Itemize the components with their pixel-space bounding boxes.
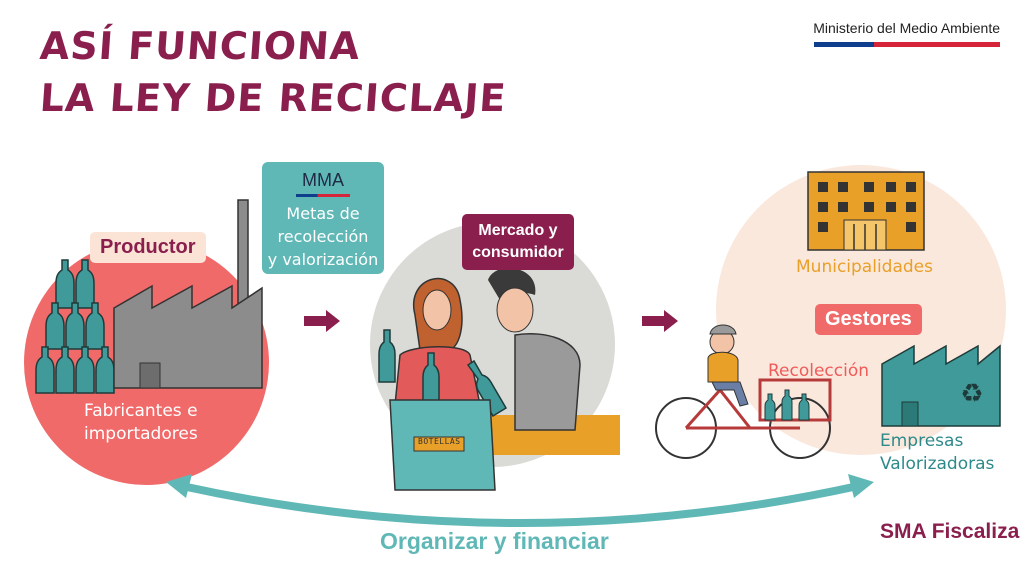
mma-line-2: recolección: [277, 227, 369, 246]
producer-caption: Fabricantes e importadores: [84, 400, 198, 446]
mma-goals-box: MMA Metas de recolección y valorización: [262, 162, 384, 274]
gestores-label: Gestores: [815, 304, 922, 335]
market-consumer-label: Mercado y consumidor: [462, 214, 574, 270]
municipality-building-illustration: [807, 171, 925, 251]
recoleccion-label: Recolección: [768, 361, 870, 381]
ministry-flag-bar: [814, 42, 1000, 47]
organizar-financiar-label: Organizar y financiar: [380, 528, 609, 554]
empresas-line-1: Empresas: [880, 431, 964, 451]
recycling-factory-illustration: ♻: [881, 344, 1001, 427]
title-line-2: LA LEY DE RECICLAJE: [38, 76, 508, 120]
municipalidades-label: Municipalidades: [796, 257, 933, 277]
ministry-logo-text: Ministerio del Medio Ambiente: [813, 20, 1000, 36]
empresas-line-2: Valorizadoras: [880, 454, 995, 474]
mma-abbr: MMA: [302, 170, 344, 190]
cargo-bike-illustration: [655, 324, 832, 459]
return-double-arrow: [166, 474, 874, 527]
producer-label: Productor: [90, 232, 206, 263]
market-label-line-1: Mercado y: [478, 222, 558, 239]
recycle-icon: ♻: [960, 379, 983, 409]
arrow-right-icon-2: [642, 310, 678, 332]
mma-text: Metas de recolección y valorización: [262, 202, 384, 271]
empresas-valorizadoras-label: Empresas Valorizadoras: [880, 430, 994, 476]
mma-line-1: Metas de: [286, 204, 360, 223]
bottles-illustration: [35, 259, 115, 394]
mma-line-3: y valorización: [267, 250, 379, 269]
factory-illustration: [113, 199, 263, 389]
bottles-box-label: BOTELLAS: [418, 437, 461, 446]
market-label-line-2: consumidor: [472, 244, 564, 261]
producer-caption-line-1: Fabricantes e: [84, 401, 198, 421]
mma-underline: [296, 194, 350, 197]
consumers-illustration: [378, 268, 620, 491]
title-line-1: ASÍ FUNCIONA: [38, 24, 362, 68]
arrow-right-icon: [304, 310, 340, 332]
producer-caption-line-2: importadores: [84, 424, 198, 444]
sma-fiscaliza-label: SMA Fiscaliza: [880, 520, 1020, 543]
